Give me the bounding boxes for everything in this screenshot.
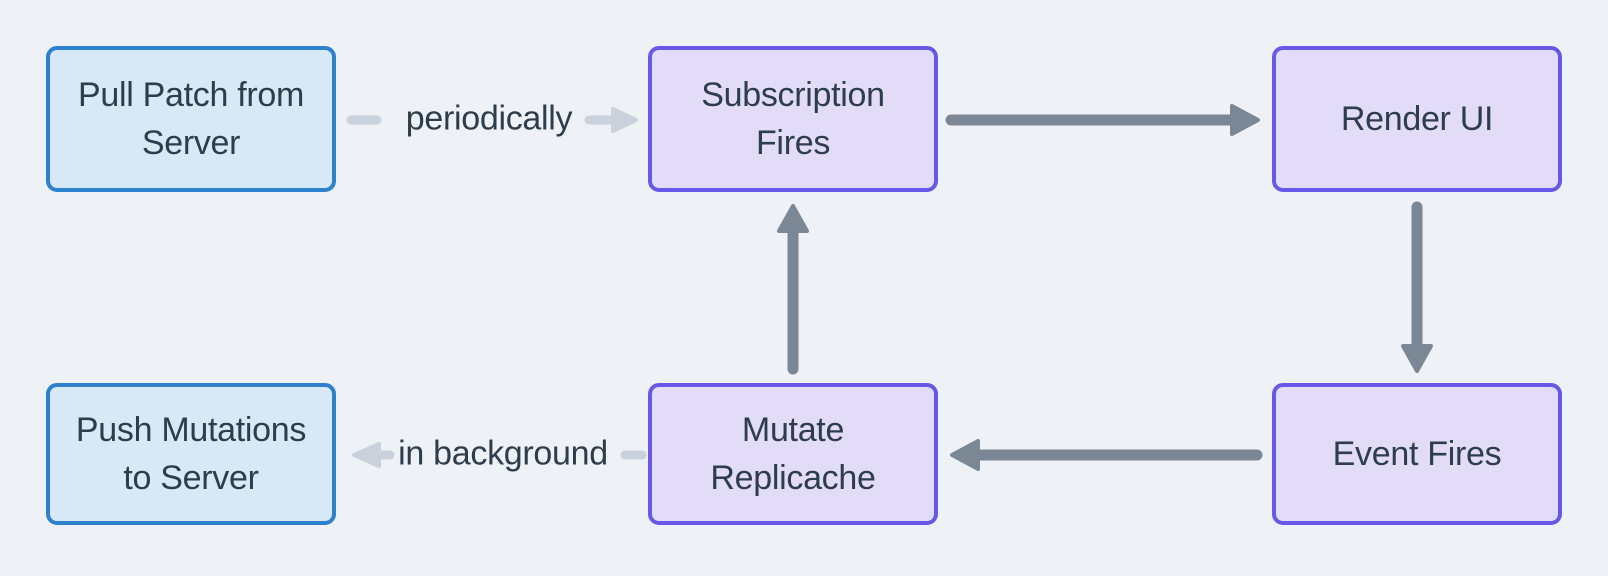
node-label: Subscription Fires (701, 75, 885, 162)
node-label: Pull Patch from Server (77, 75, 305, 162)
node-push-mutations-to-server: Push Mutations to Server (46, 383, 336, 525)
edge-mutate-to-push-arrow (352, 442, 647, 468)
node-label: Mutate Replicache (710, 410, 876, 497)
node-subscription-fires: Subscription Fires (648, 46, 938, 192)
edge-mutate-to-subscription-arrow (777, 204, 809, 375)
node-label: Push Mutations to Server (75, 410, 307, 497)
node-render-ui: Render UI (1272, 46, 1562, 192)
node-label: Event Fires (1332, 434, 1502, 473)
node-label: Render UI (1340, 99, 1494, 138)
edge-render-to-event-arrow (1401, 201, 1433, 373)
edge-label-periodically: periodically (405, 99, 573, 138)
node-mutate-replicache: Mutate Replicache (648, 383, 938, 525)
edge-event-to-mutate-arrow (950, 439, 1263, 471)
node-event-fires: Event Fires (1272, 383, 1562, 525)
node-pull-patch-from-server: Pull Patch from Server (46, 46, 336, 192)
edge-pull-to-subscription-arrow (346, 107, 638, 133)
edge-label-in-background: in background (398, 434, 608, 473)
edge-subscription-to-render-arrow (945, 104, 1260, 136)
